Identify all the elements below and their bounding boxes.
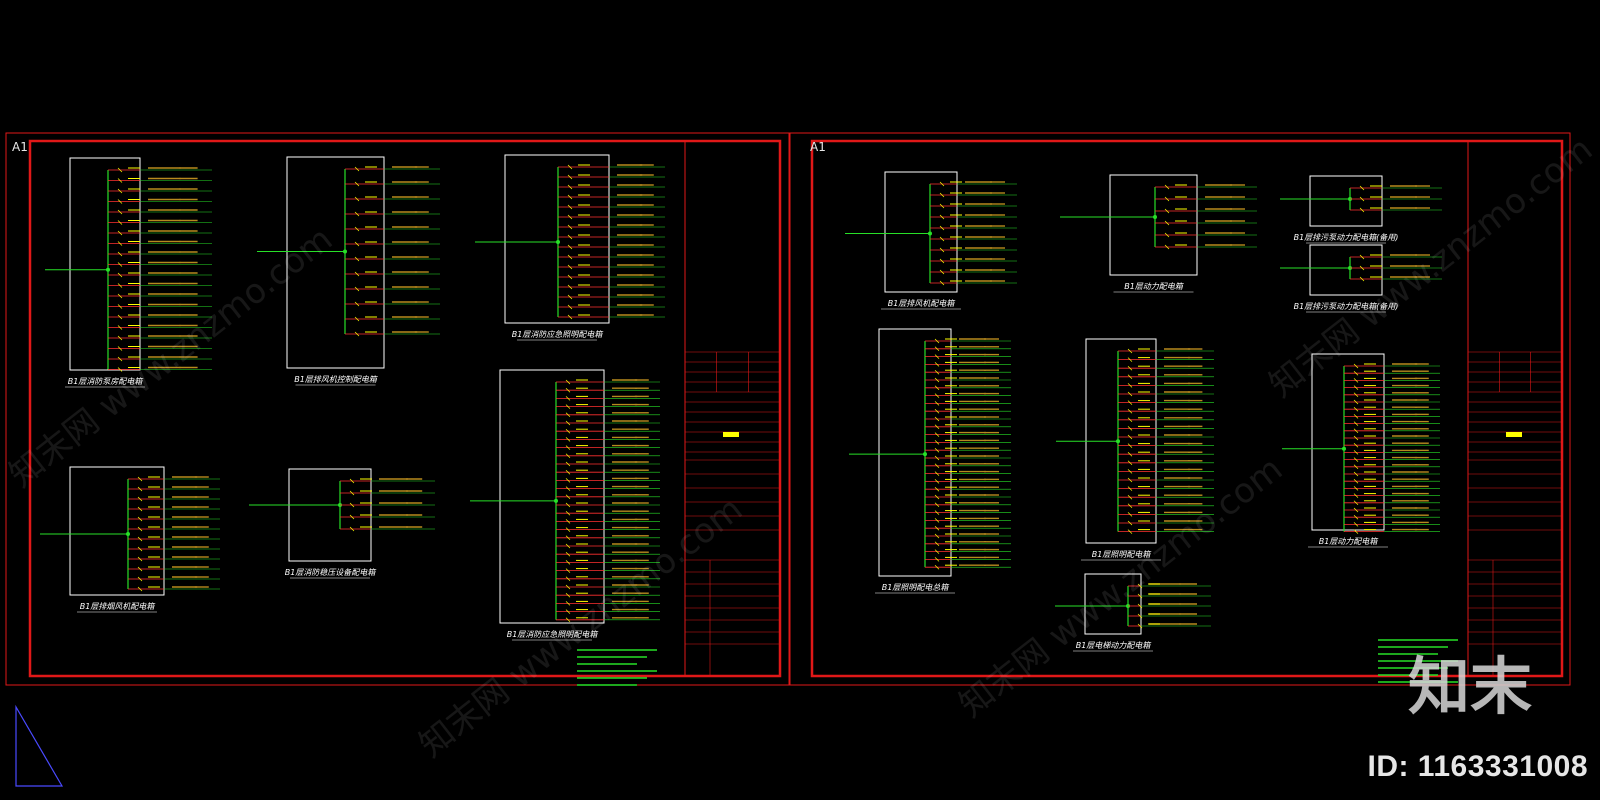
diagram-caption: B1层排烟风机配电箱 <box>80 602 157 611</box>
panel-schematic: B1层排烟风机配电箱 <box>40 466 220 613</box>
sheet-outer-frame <box>5 132 790 686</box>
panel-schematic: B1层照明配电总箱 <box>849 328 1011 594</box>
diagram-caption: B1层电梯动力配电箱 <box>1076 641 1153 650</box>
panel-schematic: B1层消防应急照明配电箱 <box>470 369 660 641</box>
title-block-mark <box>723 432 739 437</box>
title-block <box>1468 351 1562 676</box>
panel-enclosure <box>878 328 952 577</box>
panel-schematic: B1层排风机控制配电箱 <box>257 156 440 386</box>
diagram-caption: B1层照明配电总箱 <box>882 583 951 592</box>
diagram-caption: B1层消防应急照明配电箱 <box>512 330 605 339</box>
sheet-1 <box>5 132 790 686</box>
bus-junction <box>556 240 560 244</box>
panel-schematic: B1层照明配电箱 <box>1056 338 1214 561</box>
panel-enclosure <box>504 154 610 324</box>
panel-enclosure <box>69 157 141 371</box>
sheet-1-size-label: A1 <box>12 140 28 154</box>
bus-junction <box>923 452 927 457</box>
panel-enclosure <box>69 466 165 596</box>
diagram-caption: B1层排风机控制配电箱 <box>294 375 379 384</box>
panel-enclosure <box>288 468 372 562</box>
diagram-caption: B1层排污泵动力配电箱(备用) <box>1294 302 1399 311</box>
notes-block <box>1378 639 1458 683</box>
bus-junction <box>106 267 110 272</box>
diagram-caption: B1层动力配电箱 <box>1319 537 1380 546</box>
bus-junction <box>1116 439 1120 444</box>
panel-schematic: B1层排污泵动力配电箱(备用) <box>1280 175 1442 244</box>
panel-schematic: B1层消防稳压设备配电箱 <box>249 468 435 579</box>
sheet-2 <box>789 132 1571 686</box>
watermark-logo: 知末 <box>1407 650 1532 723</box>
panel-schematic: B1层动力配电箱 <box>1282 353 1440 548</box>
watermark-id: ID: 1163331008 <box>1367 750 1588 783</box>
title-block <box>685 351 780 676</box>
notes-block <box>577 649 657 686</box>
panel-schematic: B1层排污泵动力配电箱(备用) <box>1280 244 1442 313</box>
panel-enclosure <box>1309 244 1383 296</box>
diagram-caption: B1层消防应急照明配电箱 <box>507 630 600 639</box>
sheet-outer-frame <box>789 132 1571 686</box>
sheet-2-size-label: A1 <box>810 140 826 154</box>
bus-junction <box>928 231 932 236</box>
diagram-caption: B1层消防泵房配电箱 <box>68 377 145 386</box>
bus-junction <box>1342 446 1346 451</box>
panel-schematic: B1层动力配电箱 <box>1060 174 1257 293</box>
diagram-caption: B1层照明配电箱 <box>1092 550 1153 559</box>
sheet-inner-frame <box>810 139 1564 678</box>
diagram-caption: B1层消防稳压设备配电箱 <box>285 568 378 577</box>
title-block-mark <box>1506 432 1522 437</box>
panel-enclosure <box>1309 175 1383 227</box>
panel-schematic: B1层电梯动力配电箱 <box>1055 573 1211 652</box>
panel-enclosure <box>884 171 958 293</box>
panel-schematic: B1层消防泵房配电箱 <box>45 157 212 388</box>
bus-junction <box>554 498 558 503</box>
panel-enclosure <box>1109 174 1198 276</box>
panel-enclosure <box>1084 573 1142 635</box>
diagram-caption: B1层排风机配电箱 <box>888 299 957 308</box>
panel-enclosure <box>286 156 385 369</box>
diagram-caption: B1层排污泵动力配电箱(备用) <box>1294 233 1399 242</box>
panel-schematic: B1层排风机配电箱 <box>845 171 1017 310</box>
panel-schematic: B1层消防应急照明配电箱 <box>475 154 665 341</box>
bus-junction <box>126 532 130 536</box>
diagram-caption: B1层动力配电箱 <box>1124 282 1185 291</box>
scale-triangle-icon <box>15 704 64 787</box>
sheet-inner-frame <box>28 139 782 678</box>
panel-enclosure <box>1311 353 1385 531</box>
bus-junction <box>1153 215 1157 219</box>
bus-junction <box>343 249 347 254</box>
